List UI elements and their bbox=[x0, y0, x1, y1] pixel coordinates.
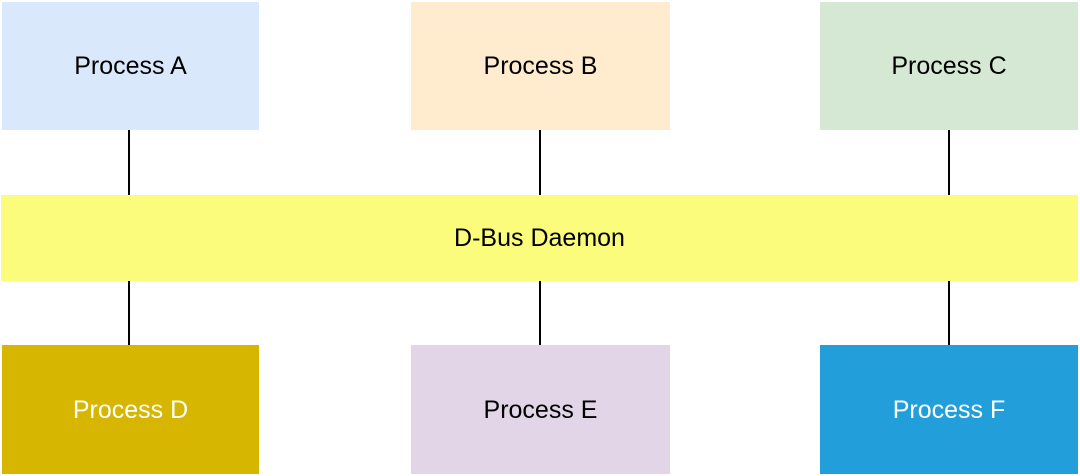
dbus-daemon-bar: D-Bus Daemon bbox=[1, 195, 1078, 281]
connector-bus-to-process-f bbox=[948, 281, 950, 345]
node-process-c: Process C bbox=[820, 2, 1078, 130]
node-process-d: Process D bbox=[2, 345, 259, 474]
connector-bus-to-process-d bbox=[128, 281, 130, 345]
node-process-b: Process B bbox=[411, 2, 670, 130]
connector-process-b-to-bus bbox=[539, 130, 541, 195]
connector-bus-to-process-e bbox=[539, 281, 541, 345]
node-process-a: Process A bbox=[2, 2, 259, 130]
node-process-f: Process F bbox=[820, 345, 1078, 474]
connector-process-a-to-bus bbox=[128, 130, 130, 195]
connector-process-c-to-bus bbox=[948, 130, 950, 195]
node-process-e: Process E bbox=[411, 345, 670, 474]
